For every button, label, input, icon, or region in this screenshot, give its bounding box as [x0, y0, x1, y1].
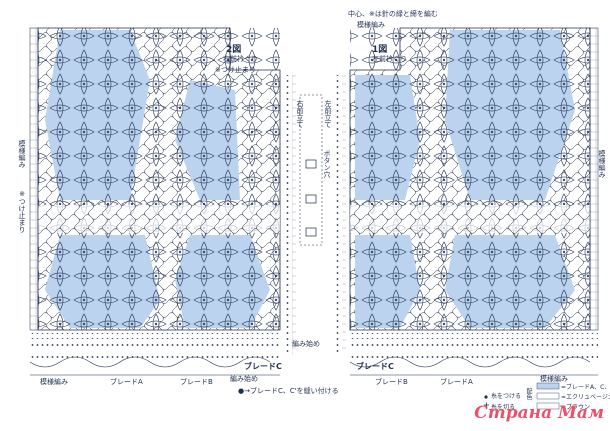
right-blade-c-label: ブレードC — [244, 362, 282, 371]
legend-item-brown: =ブラウン — [561, 402, 590, 411]
figure-1-label: 1図 — [372, 45, 388, 55]
right-neckline-label: 右前衿ぐり — [223, 55, 258, 63]
left-side-pattern-label: 模様編み — [18, 140, 26, 168]
watermark-logo: Страна Мам — [474, 403, 604, 423]
legend-item-ecru: =エクリュベージュ — [561, 392, 610, 401]
right-panel — [334, 27, 599, 376]
left-panel — [29, 27, 296, 376]
legend-thread-cut: 糸を切る — [491, 402, 515, 411]
right-blade-a-label: ブレードA — [440, 378, 473, 386]
legend-thread-add: 糸をつける — [491, 391, 521, 400]
legend-item-blade: =ブレードA、C、C' — [561, 382, 610, 391]
figure-2-label: 2図 — [226, 45, 242, 55]
left-side-join-label: ※つけ止まり — [18, 190, 26, 233]
band-b-start-label: 編み始め — [230, 375, 258, 383]
legend-thread-cut-text: 糸を切る — [491, 404, 516, 411]
legend-thread-add-text: 糸をつける — [491, 393, 522, 400]
right-blade-b-label: ブレードB — [375, 378, 408, 386]
left-neckline-label: 左前衿ぐり — [372, 55, 407, 63]
top-pattern-label: 模様編み — [357, 21, 385, 29]
left-front-edge-label: 左前立て — [324, 100, 332, 128]
band-a-start-label: 編み始め — [292, 340, 320, 348]
right-bottom-pattern-label: 模様編み — [540, 375, 568, 383]
legend-item-brown-text: =ブラウン — [561, 404, 591, 411]
left-bottom-pattern-label: 模様編み — [40, 378, 68, 386]
left-blade-a-label: ブレードA — [110, 378, 143, 386]
buttonhole-label: ボタン穴 — [323, 150, 331, 178]
top-center-note: 中心、※は針の緑と締を編む — [348, 10, 438, 18]
join-label: ※つけ止まり — [215, 66, 256, 74]
right-side-pattern-label: 模様編み — [598, 150, 606, 178]
legend-color-key: 配色 — [525, 388, 532, 400]
right-front-edge-label: 右前立て — [296, 100, 304, 128]
left-blade-c-label: ブレードC — [356, 362, 394, 371]
legend-item-blade-text: =ブレードA、C、C' — [561, 384, 610, 391]
legend-item-ecru-text: =エクリュベージュ — [561, 394, 610, 401]
left-blade-b-label: ブレードB — [180, 378, 213, 386]
center-buttonhole-column — [299, 94, 323, 246]
fasten-note: ●→ブレードC、C'を縫い付ける — [238, 387, 339, 395]
legend-swatches — [484, 382, 560, 410]
